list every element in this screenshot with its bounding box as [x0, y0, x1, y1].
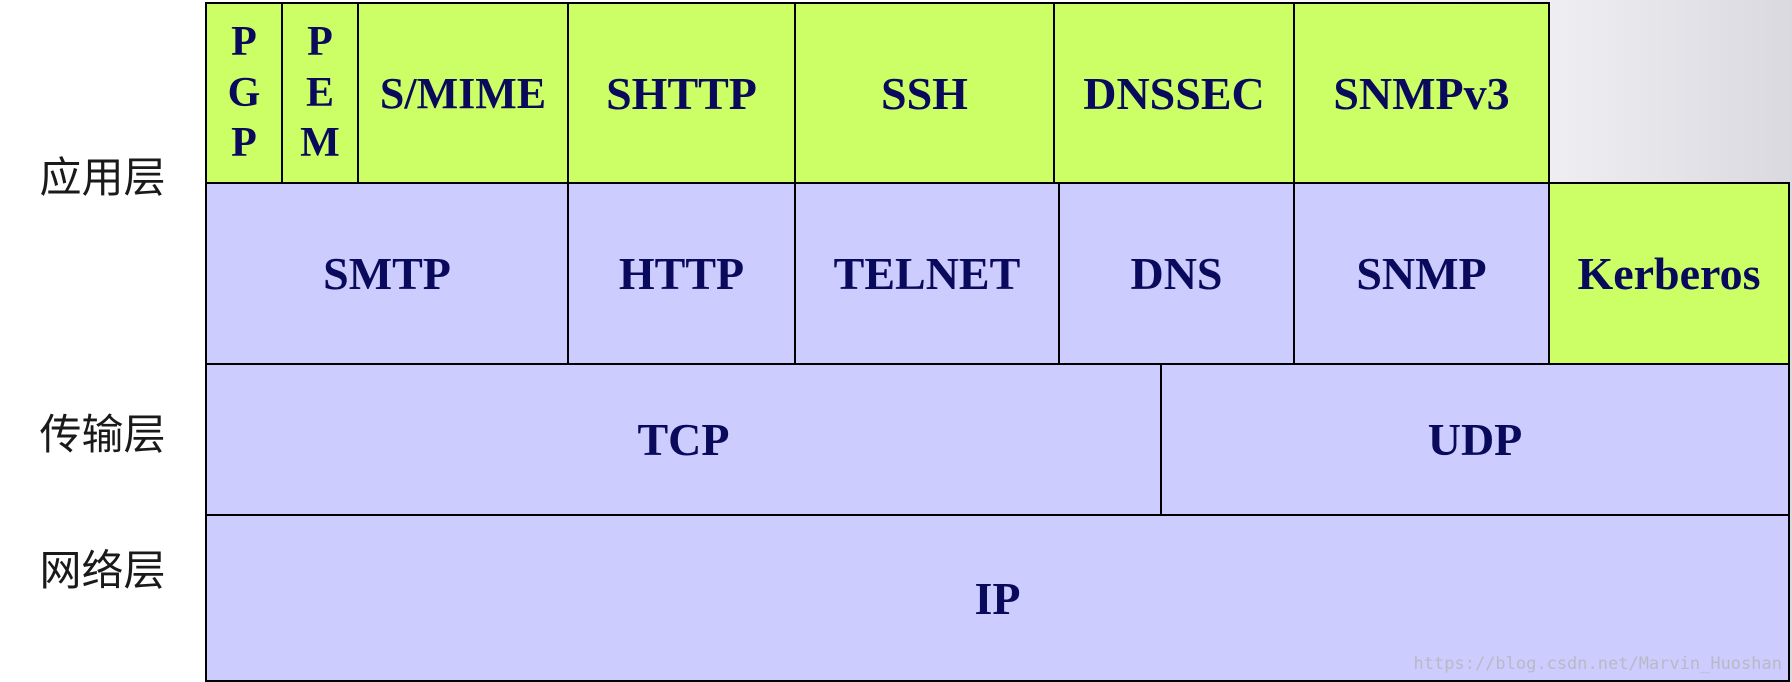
pgp-letter-3: P [231, 120, 257, 167]
snmpv3-cell: SNMPv3 [1293, 2, 1550, 184]
snmp-cell: SNMP [1293, 182, 1550, 365]
pem-letter-3: M [300, 120, 340, 167]
pem-letter-1: P [307, 19, 333, 66]
network-layer-label: 网络层 [39, 546, 166, 595]
udp-cell: UDP [1160, 363, 1790, 516]
ip-cell: IP [205, 514, 1790, 682]
watermark-url: https://blog.csdn.net/Marvin_Huoshan [1413, 654, 1782, 674]
pgp-letter-2: G [227, 69, 261, 116]
pem-cell: P E M [281, 2, 359, 184]
pem-letter-2: E [305, 69, 334, 116]
telnet-cell: TELNET [794, 182, 1060, 365]
kerberos-cell: Kerberos [1548, 182, 1790, 365]
smime-cell: S/MIME [357, 2, 569, 184]
application-layer-label: 应用层 [39, 153, 166, 202]
tcp-cell: TCP [205, 363, 1162, 516]
smtp-cell: SMTP [205, 182, 569, 365]
http-cell: HTTP [567, 182, 796, 365]
pgp-letter-1: P [231, 19, 257, 66]
ssh-cell: SSH [794, 2, 1055, 184]
shttp-cell: SHTTP [567, 2, 796, 184]
transport-layer-label: 传输层 [39, 410, 166, 459]
dns-cell: DNS [1058, 182, 1295, 365]
pgp-cell: P G P [205, 2, 283, 184]
dnssec-cell: DNSSEC [1053, 2, 1295, 184]
